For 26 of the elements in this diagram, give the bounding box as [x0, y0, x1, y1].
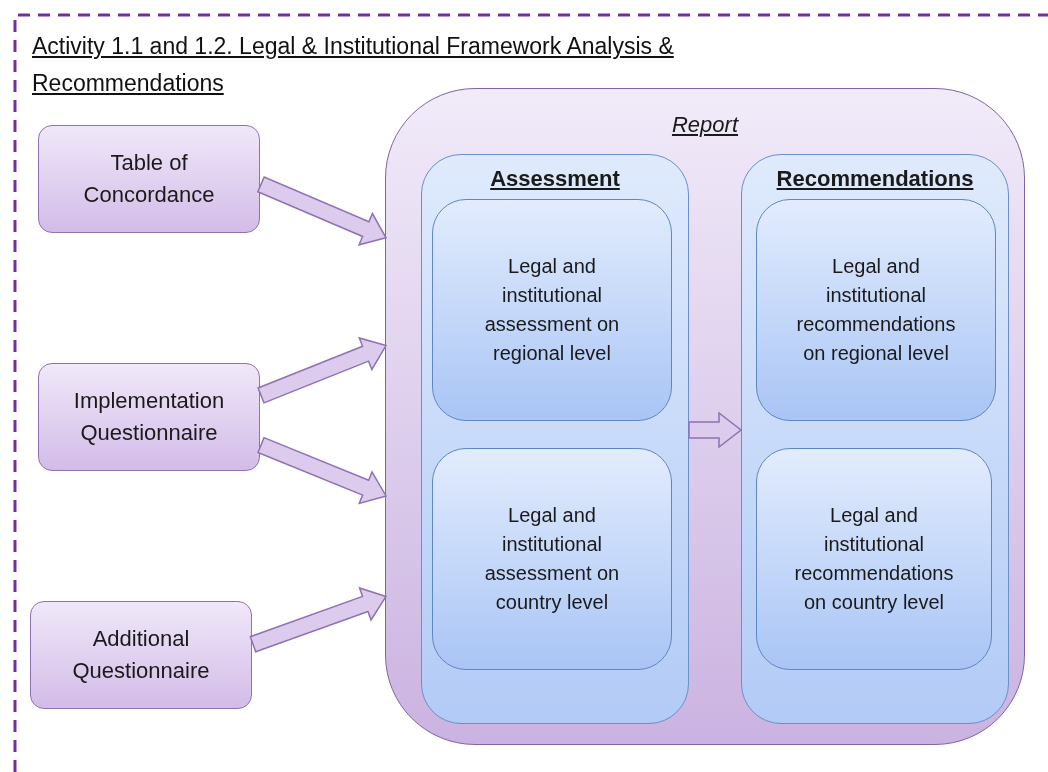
node-label: Additional Questionnaire: [71, 625, 211, 685]
panel-heading: Report: [671, 111, 738, 139]
block-arrow: [688, 411, 743, 449]
input-box: [38, 125, 260, 233]
node-label: Legal and institutional recommendations on regional level: [796, 254, 956, 366]
item-box: [756, 448, 992, 670]
block-arrow: [249, 586, 388, 653]
title: Activity 1.1 and 1.2. Legal & Institutional Framework Analysis & Recommendations: [32, 32, 675, 98]
panel-heading: Recommendations: [776, 165, 974, 193]
column-panel: [421, 154, 689, 724]
node-label: Legal and institutional assessment on regional level: [483, 254, 621, 366]
block-arrow: [256, 176, 388, 246]
node-label: Table of Concordance: [82, 149, 216, 209]
block-arrow: [257, 336, 388, 404]
input-box: [38, 363, 260, 471]
block-arrow: [257, 436, 388, 505]
panel-heading: Assessment: [490, 165, 620, 193]
node-label: Legal and institutional assessment on country level: [483, 503, 621, 615]
item-box: [756, 199, 996, 421]
input-box: [30, 601, 252, 709]
item-box: [432, 199, 672, 421]
node-label: Implementation Questionnaire: [72, 387, 226, 447]
report-panel: [385, 88, 1025, 745]
node-label: Legal and institutional recommendations on country level: [794, 503, 954, 615]
column-panel: [741, 154, 1009, 724]
item-box: [432, 448, 672, 670]
